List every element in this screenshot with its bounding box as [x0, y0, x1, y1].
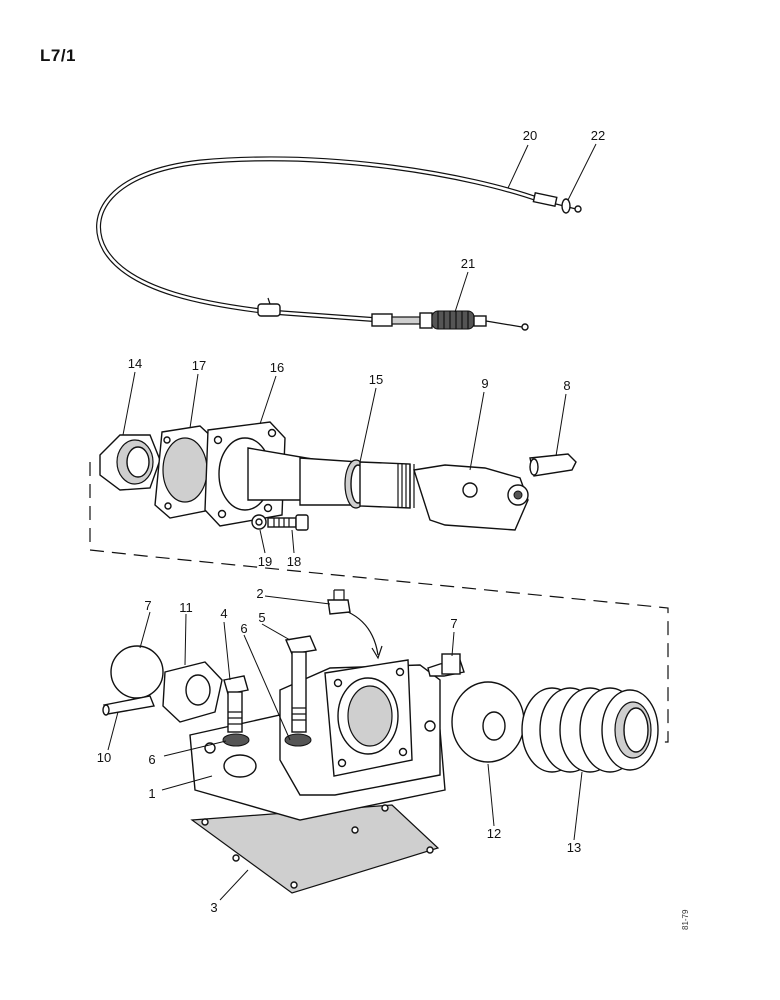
page-code: L7/1	[40, 46, 77, 65]
callout-10: 9	[481, 376, 488, 391]
callout-9: 8	[563, 378, 570, 393]
callout-5: 5	[258, 610, 265, 625]
callout-6-lower: 6	[148, 752, 155, 767]
lower-assembly	[102, 589, 659, 894]
callout-15: 14	[128, 356, 142, 371]
callout-18: 17	[192, 358, 206, 373]
callout-8: 7	[450, 616, 457, 631]
callout-14: 13	[567, 840, 581, 855]
assembly-guide-line	[89, 462, 669, 743]
figure-reference: 81-79	[681, 909, 690, 930]
callout-11: 10	[97, 750, 111, 765]
callout-16: 15	[369, 372, 383, 387]
callout-19: 18	[287, 554, 301, 569]
cable-assembly	[96, 156, 582, 331]
upper-assembly	[99, 421, 577, 531]
callout-21: 20	[523, 128, 537, 143]
callout-4: 4	[220, 606, 227, 621]
callout-6-upper: 6	[240, 621, 247, 636]
callout-20: 19	[258, 554, 272, 569]
callout-2: 2	[256, 586, 263, 601]
callout-17: 16	[270, 360, 284, 375]
callout-7: 7	[144, 598, 151, 613]
callout-1: 1	[148, 786, 155, 801]
callout-3: 3	[210, 900, 217, 915]
leader-lines	[107, 143, 597, 901]
part-callouts: 20 22 21 14 17 16 15 9 8 19 18 2 7 11 4 …	[97, 128, 605, 915]
callout-12: 11	[179, 600, 193, 615]
callout-22: 21	[461, 256, 475, 271]
callout-23: 22	[591, 128, 605, 143]
callout-13: 12	[487, 826, 501, 841]
